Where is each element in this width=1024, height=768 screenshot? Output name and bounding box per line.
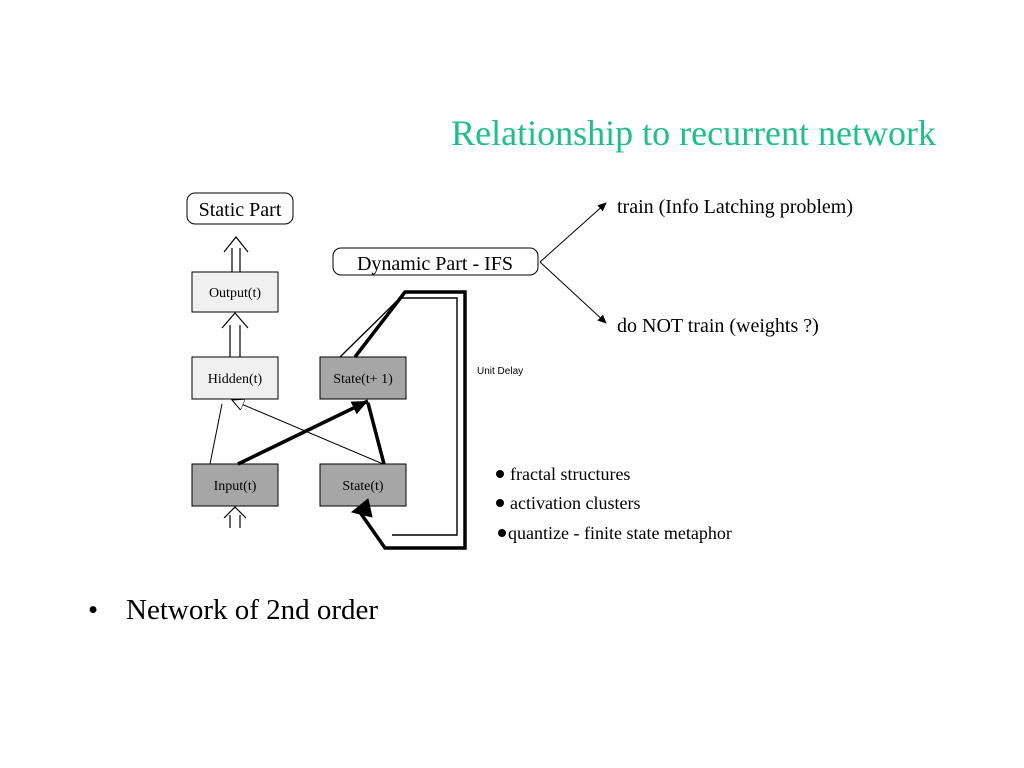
static-part-label: Static Part xyxy=(199,199,282,221)
node-input-label: Input(t) xyxy=(214,479,257,494)
input-arrow xyxy=(223,506,247,528)
note-item: quantize - finite state metaphor xyxy=(508,523,732,543)
node-hidden-label: Hidden(t) xyxy=(208,372,263,387)
node-hidden: Hidden(t) xyxy=(191,356,279,400)
train-arrow xyxy=(539,202,607,263)
output-to-static-arrow xyxy=(223,236,249,272)
input-to-hidden-line xyxy=(209,403,223,465)
bullet-item: • Network of 2nd order xyxy=(88,594,378,627)
input-to-state-next-line xyxy=(237,399,369,466)
node-output-label: Output(t) xyxy=(209,286,261,301)
static-part-box xyxy=(186,192,294,225)
node-state-label: State(t) xyxy=(342,479,384,494)
node-state-next: State(t+ 1) xyxy=(319,356,407,400)
unit-delay-label: Unit Delay xyxy=(477,366,523,377)
notes-list: fractal structures activation clusters q… xyxy=(496,464,732,543)
dynamic-part-box xyxy=(332,247,539,276)
train-label: train (Info Latching problem) xyxy=(617,196,853,218)
node-output: Output(t) xyxy=(191,271,279,313)
node-state-next-label: State(t+ 1) xyxy=(333,372,393,387)
note-bullet xyxy=(498,529,506,537)
bullet-dot: • xyxy=(88,594,99,626)
note-item: activation clusters xyxy=(510,493,640,513)
bullet-text: Network of 2nd order xyxy=(126,594,379,626)
node-state: State(t) xyxy=(319,463,407,507)
hidden-to-output-arrow xyxy=(221,312,249,357)
note-item: fractal structures xyxy=(510,464,630,484)
dynamic-part-label: Dynamic Part - IFS xyxy=(357,253,513,275)
node-input: Input(t) xyxy=(191,463,279,507)
unit-delay-loop xyxy=(339,290,467,550)
slide-title: Relationship to recurrent network xyxy=(451,113,936,153)
state-to-state-next-line xyxy=(366,402,386,465)
note-bullet xyxy=(496,499,504,507)
note-bullet xyxy=(496,470,504,478)
not-train-label: do NOT train (weights ?) xyxy=(617,315,819,337)
not-train-arrow xyxy=(539,261,607,324)
